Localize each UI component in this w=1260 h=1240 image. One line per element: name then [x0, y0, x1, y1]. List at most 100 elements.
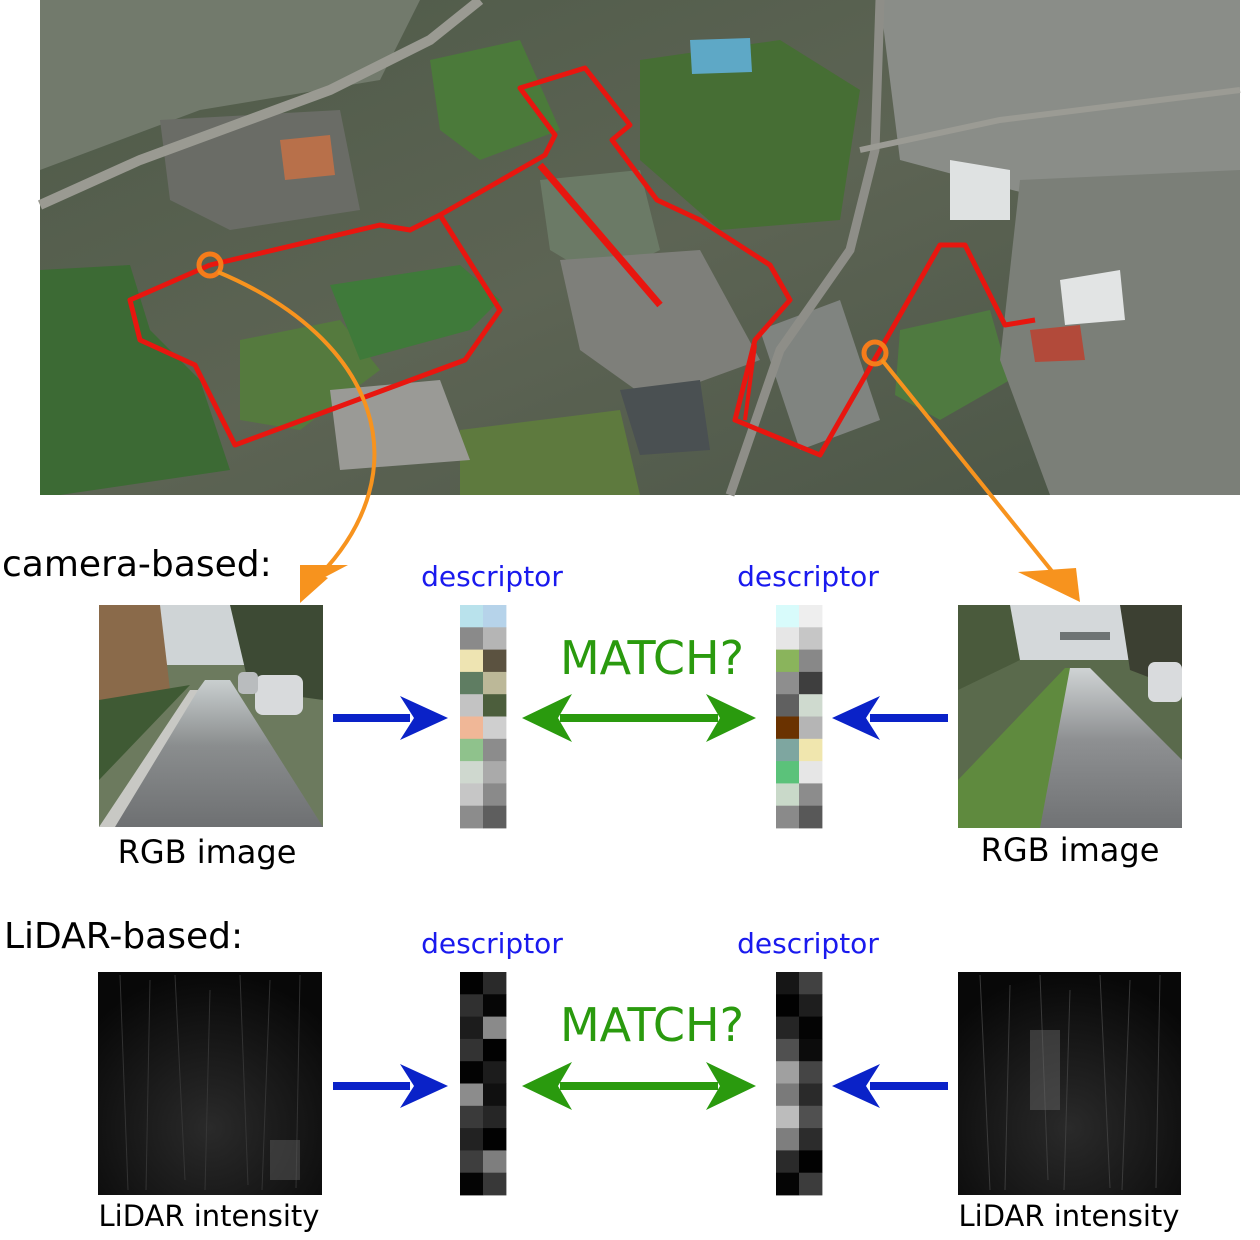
- match-arrowhead-lidar-left: [522, 1062, 572, 1110]
- descriptor-cell: [799, 805, 823, 829]
- descriptor-label-lidar-left: descriptor: [421, 927, 563, 960]
- descriptor-cell: [460, 1016, 484, 1040]
- descriptor-cell: [776, 1150, 800, 1174]
- descriptor-cell: [799, 1083, 823, 1107]
- descriptor-cell: [483, 1038, 507, 1062]
- descriptor-cell: [460, 1150, 484, 1174]
- descriptor-cell: [483, 783, 507, 807]
- descriptor-cell: [776, 716, 800, 740]
- descriptor-cell: [776, 1172, 800, 1196]
- descriptor-cell: [483, 1061, 507, 1084]
- descriptor-cell: [460, 649, 484, 673]
- descriptor-cell: [776, 994, 800, 1017]
- descriptor-cell: [483, 805, 507, 829]
- feature-arrows: [333, 696, 948, 1108]
- descriptor-cell: [460, 1128, 484, 1151]
- descriptor-camera-right: [776, 605, 823, 829]
- descriptor-cell: [799, 1128, 823, 1151]
- descriptor-cell: [483, 1083, 507, 1107]
- location-marker-left: [196, 251, 224, 279]
- descriptor-cell: [483, 1150, 507, 1174]
- match-arrows: [522, 694, 756, 1110]
- caption-lidar-intensity-right: LiDAR intensity: [959, 1199, 1180, 1233]
- feature-arrowhead-camera-left: [400, 696, 448, 740]
- descriptor-cell: [460, 716, 484, 740]
- caption-rgb-image-right: RGB image: [981, 831, 1160, 869]
- descriptor-cell: [483, 738, 507, 762]
- descriptor-cell: [460, 671, 484, 695]
- location-marker-right: [861, 339, 889, 367]
- descriptor-cell: [483, 627, 507, 650]
- descriptor-cell: [776, 1038, 800, 1062]
- descriptor-cell: [799, 783, 823, 807]
- match-label-camera: MATCH?: [560, 631, 744, 685]
- descriptor-cell: [799, 1061, 823, 1084]
- descriptor-cell: [799, 1016, 823, 1040]
- lidar-image-left: [98, 972, 322, 1195]
- callout-arrowhead-right: [1018, 568, 1080, 602]
- match-arrowhead-camera-left: [522, 694, 572, 742]
- descriptor-cell: [799, 694, 823, 717]
- aerial-map: [37, 0, 1241, 497]
- descriptor-cell: [460, 783, 484, 807]
- descriptor-cell: [483, 994, 507, 1017]
- descriptor-cell: [460, 994, 484, 1017]
- descriptor-camera-left: [460, 605, 507, 829]
- callout-arrows: [217, 270, 1080, 603]
- match-label-lidar: MATCH?: [560, 998, 744, 1052]
- descriptor-cell: [799, 994, 823, 1017]
- rgb-image-right: [958, 605, 1182, 828]
- lidar-image-right: [958, 972, 1181, 1195]
- descriptor-cell: [483, 1016, 507, 1040]
- rgb-image-left: [99, 605, 323, 827]
- descriptor-cell: [799, 972, 823, 995]
- descriptor-label-camera-right: descriptor: [737, 560, 879, 593]
- descriptor-cell: [460, 1038, 484, 1062]
- descriptor-cell: [799, 761, 823, 784]
- descriptor-cell: [460, 1083, 484, 1107]
- feature-arrowhead-lidar-right: [832, 1064, 880, 1108]
- descriptor-cell: [776, 694, 800, 717]
- descriptor-cell: [776, 783, 800, 807]
- descriptor-cell: [460, 694, 484, 717]
- descriptor-cell: [799, 627, 823, 650]
- descriptor-cell: [776, 671, 800, 695]
- descriptor-cell: [483, 716, 507, 740]
- camera-section-label: camera-based:: [2, 544, 272, 585]
- descriptor-cell: [460, 972, 484, 995]
- descriptor-cell: [776, 605, 800, 628]
- descriptor-label-camera-left: descriptor: [421, 560, 563, 593]
- descriptor-cell: [483, 972, 507, 995]
- lidar-section-label: LiDAR-based:: [4, 916, 243, 957]
- descriptor-cell: [799, 649, 823, 673]
- descriptor-cell: [799, 738, 823, 762]
- descriptor-cell: [799, 1105, 823, 1129]
- caption-rgb-image-left: RGB image: [118, 833, 297, 871]
- descriptor-cell: [776, 761, 800, 784]
- match-arrowhead-camera-right: [706, 694, 756, 742]
- descriptor-cell: [799, 671, 823, 695]
- descriptor-cell: [483, 1172, 507, 1196]
- descriptor-cell: [799, 716, 823, 740]
- descriptor-cell: [799, 1172, 823, 1196]
- descriptor-cell: [483, 649, 507, 673]
- descriptor-cell: [799, 1038, 823, 1062]
- descriptor-cell: [799, 605, 823, 628]
- descriptor-cell: [776, 1128, 800, 1151]
- match-arrowhead-lidar-right: [706, 1062, 756, 1110]
- feature-arrowhead-lidar-left: [400, 1064, 448, 1108]
- descriptor-cell: [483, 1128, 507, 1151]
- caption-lidar-intensity-left: LiDAR intensity: [99, 1199, 320, 1233]
- descriptor-lidar-right: [776, 972, 823, 1196]
- descriptor-cell: [460, 738, 484, 762]
- descriptor-cell: [483, 761, 507, 784]
- descriptor-cell: [776, 1016, 800, 1040]
- descriptor-cell: [483, 605, 507, 628]
- descriptor-cell: [460, 1172, 484, 1196]
- descriptor-cell: [776, 738, 800, 762]
- descriptor-cell: [460, 605, 484, 628]
- descriptor-cell: [776, 627, 800, 650]
- descriptor-cell: [460, 761, 484, 784]
- descriptor-cell: [483, 694, 507, 717]
- descriptor-cell: [460, 1061, 484, 1084]
